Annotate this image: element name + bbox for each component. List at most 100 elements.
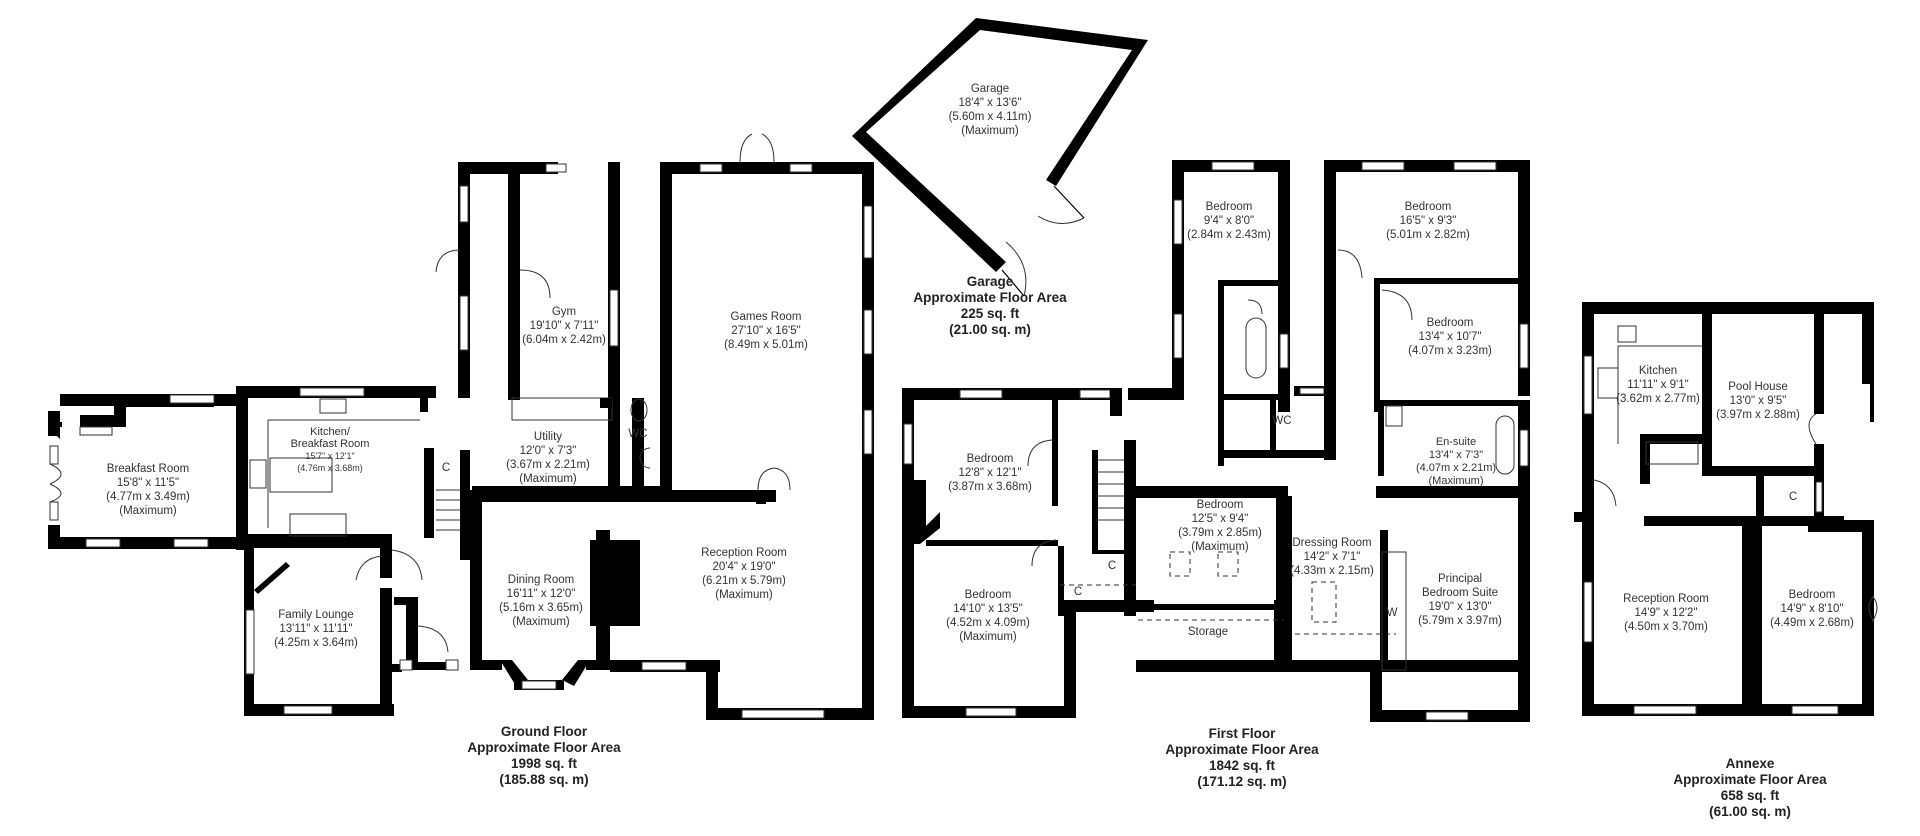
- room-garage: Garage 18'4" x 13'6" (5.60m x 4.11m) (Ma…: [949, 82, 1032, 138]
- room-note: (Maximum): [961, 125, 1019, 137]
- room-name: Pool House: [1728, 381, 1788, 393]
- annexe-area: Annexe Approximate Floor Area 658 sq. ft…: [1673, 756, 1826, 820]
- room-name: Bedroom: [1404, 201, 1452, 213]
- room-bedroom-1: Bedroom 9'4" x 8'0" (2.84m x 2.43m): [1187, 200, 1271, 242]
- room-name: Gym: [551, 306, 577, 318]
- room-dimensions-metric: (3.79m x 2.85m): [1178, 527, 1262, 539]
- room-dimensions-imperial: 14'9" x 12'2": [1634, 607, 1698, 619]
- room-annexe-reception-room: Reception Room 14'9" x 12'2" (4.50m x 3.…: [1623, 592, 1709, 634]
- room-dimensions-imperial: 9'4" x 8'0": [1203, 215, 1255, 227]
- room-dimensions-metric: (4.25m x 3.64m): [274, 637, 358, 649]
- room-reception-room: Reception Room 20'4" x 19'0" (6.21m x 5.…: [701, 546, 787, 602]
- room-name: Breakfast Room: [106, 463, 190, 475]
- floor-title: Ground Floor: [500, 724, 588, 739]
- room-annexe-kitchen: Kitchen 11'11" x 9'1" (3.62m x 2.77m): [1616, 364, 1700, 406]
- room-name: Bedroom: [1205, 201, 1253, 213]
- wc-label: WC: [628, 428, 648, 440]
- room-dimensions-metric: (4.49m x 2.68m): [1770, 617, 1854, 629]
- room-principal-bedroom-suite: Principal Bedroom Suite 19'0" x 13'0" (5…: [1418, 572, 1502, 628]
- room-dimensions-imperial: 14'10" x 13'5": [953, 603, 1023, 615]
- room-name: En-suite: [1435, 436, 1477, 448]
- room-dimensions-metric: (3.62m x 2.77m): [1616, 393, 1700, 405]
- room-dimensions-metric: (5.79m x 3.97m): [1418, 615, 1502, 627]
- room-dimensions-imperial: 15'7" x 12'1": [305, 451, 355, 461]
- garage-area: Garage Approximate Floor Area 225 sq. ft…: [913, 274, 1066, 338]
- room-name-line2: Bedroom Suite: [1421, 587, 1499, 599]
- room-name: Bedroom: [964, 589, 1012, 601]
- room-dimensions-imperial: 11'11" x 9'1": [1627, 379, 1689, 391]
- room-dimensions-metric: (3.97m x 2.88m): [1716, 409, 1800, 421]
- room-dimensions-metric: (5.16m x 3.65m): [499, 602, 583, 614]
- room-note: (Maximum): [1428, 475, 1484, 487]
- room-name: Kitchen: [1638, 365, 1678, 377]
- room-dimensions-metric: (4.77m x 3.49m): [106, 491, 190, 503]
- room-dimensions-metric: (4.50m x 3.70m): [1624, 621, 1708, 633]
- room-dimensions-metric: (4.07m x 2.21m): [1415, 462, 1497, 474]
- room-bedroom-2: Bedroom 16'5" x 9'3" (5.01m x 2.82m): [1386, 200, 1470, 242]
- room-dimensions-imperial: 12'0" x 7'3": [519, 445, 577, 457]
- floor-area-sqm: (171.12 sq. m): [1197, 774, 1287, 789]
- room-name: Dressing Room: [1292, 537, 1372, 549]
- room-annexe-bedroom: Bedroom 14'9" x 8'10" (4.49m x 2.68m): [1770, 588, 1854, 630]
- room-dimensions-metric: (4.76m x 3.68m): [297, 463, 363, 473]
- room-dimensions-imperial: 13'4" x 10'7": [1418, 331, 1482, 343]
- room-dimensions-imperial: 19'10" x 7'11": [529, 320, 599, 332]
- room-dimensions-metric: (4.07m x 3.23m): [1408, 345, 1492, 357]
- floor-area-sqm: (21.00 sq. m): [949, 322, 1031, 337]
- garage-walls: [852, 18, 1148, 297]
- floor-title: Annexe: [1725, 756, 1775, 771]
- room-dressing-room: Dressing Room 14'2" x 7'1" (4.33m x 2.15…: [1290, 536, 1374, 578]
- room-bedroom-3: Bedroom 13'4" x 10'7" (4.07m x 3.23m): [1408, 316, 1492, 358]
- room-name: Bedroom: [1196, 499, 1244, 511]
- room-gym: Gym 19'10" x 7'11" (6.04m x 2.42m): [522, 305, 606, 347]
- room-dimensions-imperial: 13'11" x 11'11": [279, 623, 353, 635]
- cupboard-label: C: [441, 462, 451, 474]
- room-dimensions-metric: (3.87m x 3.68m): [948, 481, 1032, 493]
- room-dimensions-metric: (5.01m x 2.82m): [1386, 229, 1470, 241]
- room-kitchen-breakfast: Kitchen/ Breakfast Room 15'7" x 12'1" (4…: [291, 426, 370, 474]
- floor-area-sqft: 1998 sq. ft: [510, 756, 578, 771]
- room-note: (Maximum): [959, 631, 1017, 643]
- floor-subtitle: Approximate Floor Area: [467, 740, 621, 755]
- cupboard-label-2: C: [1073, 586, 1083, 598]
- room-bedroom-5: Bedroom 14'10" x 13'5" (4.52m x 4.09m) (…: [946, 588, 1030, 644]
- room-name: Dining Room: [507, 574, 575, 586]
- room-games-room: Games Room 27'10" x 16'5" (8.49m x 5.01m…: [724, 310, 808, 352]
- room-bedroom-4: Bedroom 12'8" x 12'1" (3.87m x 3.68m): [948, 452, 1032, 494]
- room-dimensions-imperial: 14'2" x 7'1": [1303, 551, 1361, 563]
- floor-area-sqft: 658 sq. ft: [1720, 788, 1780, 803]
- ground-floor-walls: [48, 133, 874, 720]
- room-pool-house: Pool House 13'0" x 9'5" (3.97m x 2.88m): [1716, 380, 1800, 422]
- room-note: (Maximum): [715, 589, 773, 601]
- room-dimensions-metric: (4.52m x 4.09m): [946, 617, 1030, 629]
- room-dimensions-imperial: 19'0" x 13'0": [1428, 601, 1492, 613]
- room-dimensions-imperial: 14'9" x 8'10": [1780, 603, 1844, 615]
- floor-subtitle: Approximate Floor Area: [913, 290, 1067, 305]
- room-name: Bedroom: [1426, 317, 1474, 329]
- wardrobe-label: W: [1386, 607, 1398, 619]
- room-dimensions-metric: (3.67m x 2.21m): [506, 459, 590, 471]
- floor-area-sqft: 225 sq. ft: [960, 306, 1020, 321]
- floor-area-sqm: (61.00 sq. m): [1709, 804, 1791, 819]
- room-name: Games Room: [730, 311, 802, 323]
- room-utility: Utility 12'0" x 7'3" (3.67m x 2.21m) (Ma…: [506, 430, 590, 486]
- room-dimensions-imperial: 16'11" x 12'0": [506, 588, 576, 600]
- room-dimensions-imperial: 12'8" x 12'1": [958, 467, 1022, 479]
- room-name-line2: Breakfast Room: [290, 438, 370, 450]
- room-bedroom-6: Bedroom 12'5" x 9'4" (3.79m x 2.85m) (Ma…: [1178, 498, 1262, 554]
- room-dimensions-metric: (8.49m x 5.01m): [724, 339, 808, 351]
- room-dimensions-metric: (5.60m x 4.11m): [948, 111, 1032, 123]
- storage-label: Storage: [1187, 626, 1229, 638]
- room-name: Reception Room: [1623, 593, 1709, 605]
- room-dimensions-imperial: 27'10" x 16'5": [731, 325, 801, 337]
- floor-area-sqm: (185.88 sq. m): [499, 772, 589, 787]
- room-dimensions-metric: (4.33m x 2.15m): [1290, 565, 1374, 577]
- room-dimensions-imperial: 13'0" x 9'5": [1729, 395, 1787, 407]
- room-name: Bedroom: [1788, 589, 1836, 601]
- room-name: Bedroom: [966, 453, 1014, 465]
- room-dimensions-imperial: 16'5" x 9'3": [1399, 215, 1457, 227]
- room-note: (Maximum): [512, 616, 570, 628]
- room-note: (Maximum): [1191, 541, 1249, 553]
- first-floor-area: First Floor Approximate Floor Area 1842 …: [1165, 726, 1318, 790]
